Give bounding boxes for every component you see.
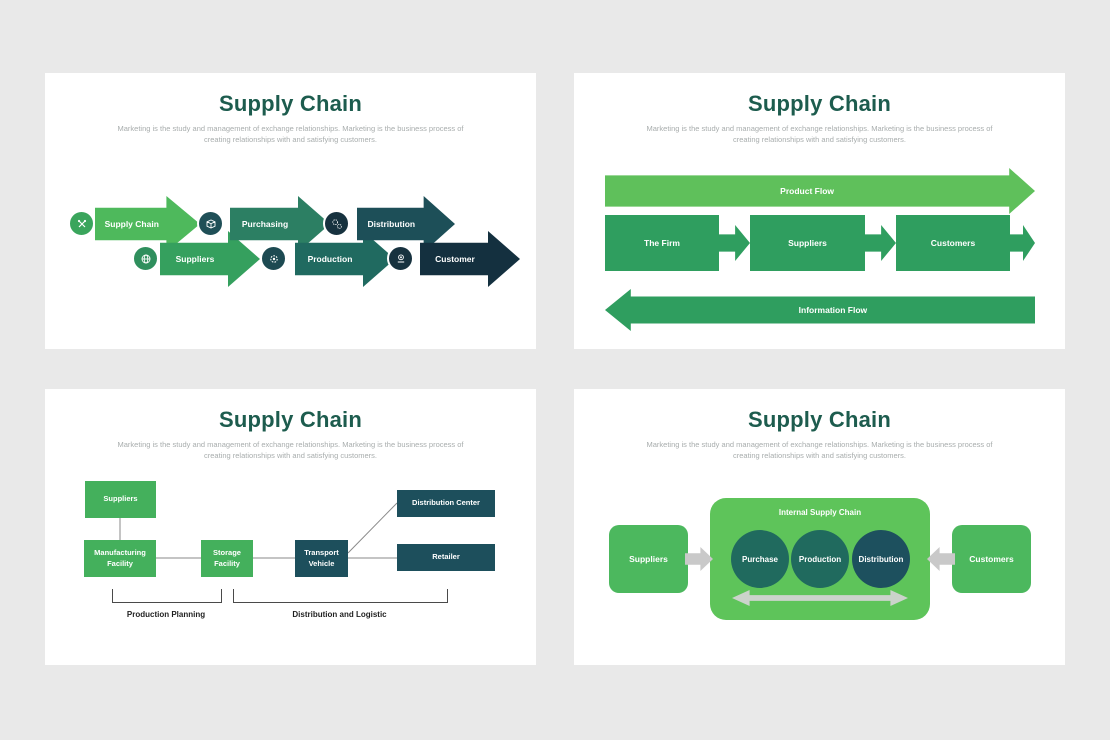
slide-title: Supply Chain <box>748 407 891 432</box>
box-label: Manufacturing Facility <box>94 548 146 568</box>
right-arrow-icon <box>719 225 750 261</box>
right-arrow-icon <box>865 225 896 261</box>
coins-icon <box>387 245 414 272</box>
slide-subtitle: Marketing is the study and management of… <box>646 440 993 461</box>
box-suppliers: Suppliers <box>85 481 156 518</box>
bracket-distribution-logistic <box>233 589 448 603</box>
circle-production: Production <box>791 530 849 588</box>
chevron-label: Supply Chain <box>104 219 159 229</box>
slide-1-chevron-process: Supply Chain Marketing is the study and … <box>45 73 536 349</box>
chevron-label: Distribution <box>367 219 416 229</box>
right-arrow-icon <box>685 547 713 571</box>
box-label: Storage Facility <box>213 548 241 568</box>
circle-distribution: Distribution <box>852 530 910 588</box>
box-the-firm: The Firm <box>605 215 719 271</box>
box-label: The Firm <box>644 238 680 248</box>
box-suppliers: Suppliers <box>609 525 688 593</box>
slide-2-flow-arrows: Supply Chain Marketing is the study and … <box>574 73 1065 349</box>
circle-label: Distribution <box>858 554 904 564</box>
slide-subtitle: Marketing is the study and management of… <box>117 124 464 145</box>
box-label: Customers <box>969 554 1014 564</box>
slide-4-internal-supply-chain: Supply Chain Marketing is the study and … <box>574 389 1065 665</box>
information-flow-arrow: Information Flow <box>605 289 1035 331</box>
box-customers: Customers <box>896 215 1010 271</box>
bracket-label: Distribution and Logistic <box>292 610 387 619</box>
bracket-label: Production Planning <box>126 610 206 619</box>
slide-subtitle: Marketing is the study and management of… <box>117 440 464 461</box>
circle-label: Production <box>798 554 842 564</box>
globe-icon <box>132 245 159 272</box>
product-flow-arrow: Product Flow <box>605 168 1035 214</box>
tools-icon <box>68 210 95 237</box>
box-suppliers: Suppliers <box>750 215 865 271</box>
chevron-label: Customer <box>435 254 475 264</box>
box-label: Suppliers <box>788 238 827 248</box>
bracket-production-planning <box>112 589 222 603</box>
box-icon <box>197 210 224 237</box>
box-retailer: Retailer <box>397 544 495 571</box>
slide-title: Supply Chain <box>748 91 891 116</box>
box-manufacturing-facility: Manufacturing Facility <box>84 540 156 577</box>
box-label: Retailer <box>432 552 460 562</box>
circle-purchase: Purchase <box>731 530 789 588</box>
gears-icon <box>323 210 350 237</box>
box-distribution-center: Distribution Center <box>397 490 495 517</box>
box-label: Suppliers <box>103 494 138 504</box>
product-flow-label: Product Flow <box>780 186 835 196</box>
box-storage-facility: Storage Facility <box>201 540 253 577</box>
box-label: Customers <box>930 238 976 248</box>
information-flow-label: Information Flow <box>798 305 868 315</box>
right-arrow-icon <box>1010 225 1035 261</box>
slide-title: Supply Chain <box>219 407 362 432</box>
box-label: Suppliers <box>629 554 668 564</box>
circle-label: Purchase <box>741 554 779 564</box>
box-transport-vehicle: Transport Vehicle <box>295 540 348 577</box>
slide-subtitle: Marketing is the study and management of… <box>646 124 993 145</box>
slide-title: Supply Chain <box>219 91 362 116</box>
left-arrow-icon <box>927 547 955 571</box>
gear-icon <box>260 245 287 272</box>
chevron-label: Production <box>307 254 353 264</box>
chevron-label: Purchasing <box>241 219 289 229</box>
chevron-label: Suppliers <box>175 254 215 264</box>
slide-3-logistics-network: Supply Chain Marketing is the study and … <box>45 389 536 665</box>
container-title: Internal Supply Chain <box>778 508 862 517</box>
box-label: Distribution Center <box>412 498 480 508</box>
box-label: Transport Vehicle <box>304 548 339 568</box>
box-customers: Customers <box>952 525 1031 593</box>
connector-lines <box>119 502 398 559</box>
